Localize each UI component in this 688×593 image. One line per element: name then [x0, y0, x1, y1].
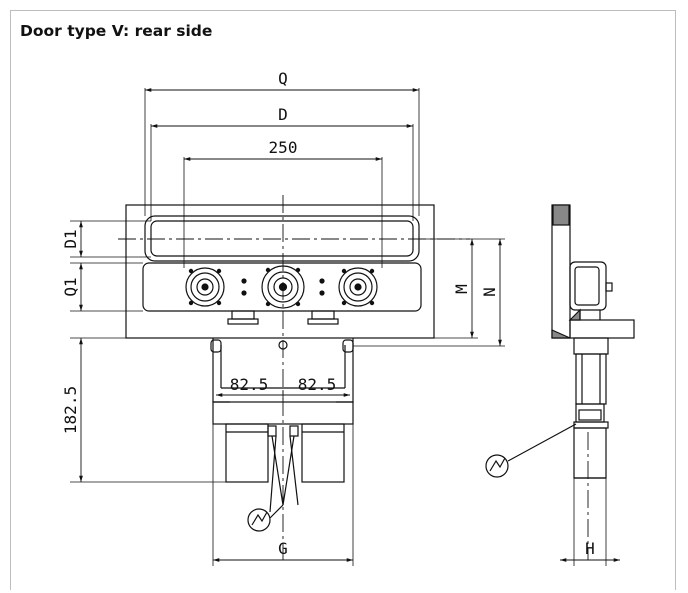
dim-d1 [70, 220, 151, 258]
connectors [267, 425, 299, 513]
dim-825-left-label: 82.5 [230, 375, 269, 394]
dim-182 [70, 337, 226, 483]
dim-g-label: G [278, 539, 288, 558]
dim-250 [183, 157, 383, 268]
dim-q [144, 88, 420, 216]
dim-825 [216, 390, 350, 400]
dim-825-right-label: 82.5 [298, 375, 337, 394]
control-panel [142, 262, 422, 312]
dim-n [353, 239, 505, 347]
panel-feet [227, 310, 339, 325]
dim-q-label: Q [278, 69, 288, 88]
dim-q1-label: Q1 [61, 277, 80, 296]
knob-right [338, 267, 378, 307]
drawing-frame [10, 10, 676, 590]
dim-250-label: 250 [269, 138, 298, 157]
side-view [551, 204, 635, 560]
dim-d [150, 124, 414, 221]
top-window [144, 215, 420, 262]
dim-m [419, 238, 505, 339]
cylinder-right [301, 423, 345, 483]
dim-d1-label: D1 [61, 229, 80, 248]
dim-d-label: D [278, 105, 288, 124]
ground-circle-icon-side [485, 423, 577, 478]
dim-g [212, 424, 354, 566]
dim-182-label: 182.5 [61, 386, 80, 434]
knob-left [185, 267, 225, 307]
dim-h-label: H [585, 539, 595, 558]
panel-dots [241, 278, 325, 296]
dim-m-label: M [452, 284, 471, 294]
cylinder-left [225, 423, 269, 483]
housing-plate [125, 204, 435, 339]
drawing-title: Door type V: rear side [20, 22, 213, 40]
dim-h [560, 478, 620, 566]
lower-bracket [210, 338, 354, 425]
ground-circle-icon [247, 504, 284, 532]
dim-q1 [70, 262, 143, 312]
dim-n-label: N [480, 287, 499, 297]
